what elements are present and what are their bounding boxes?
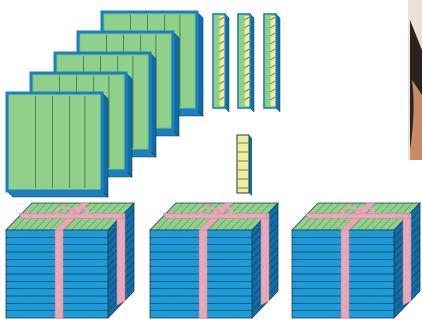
green-panel bbox=[5, 91, 109, 198]
vertical-strips bbox=[212, 13, 281, 113]
vertical-strip bbox=[212, 13, 230, 113]
vertical-strip bbox=[263, 13, 281, 113]
small-yellow-strip bbox=[236, 134, 252, 196]
gift-box-block bbox=[5, 202, 135, 319]
stacked-green-panels bbox=[5, 10, 204, 198]
vertical-strip bbox=[237, 13, 255, 113]
gift-box-block bbox=[149, 202, 279, 319]
gift-box-block bbox=[291, 202, 421, 319]
photo-fragment bbox=[408, 0, 422, 160]
gift-box-blocks bbox=[5, 202, 421, 319]
